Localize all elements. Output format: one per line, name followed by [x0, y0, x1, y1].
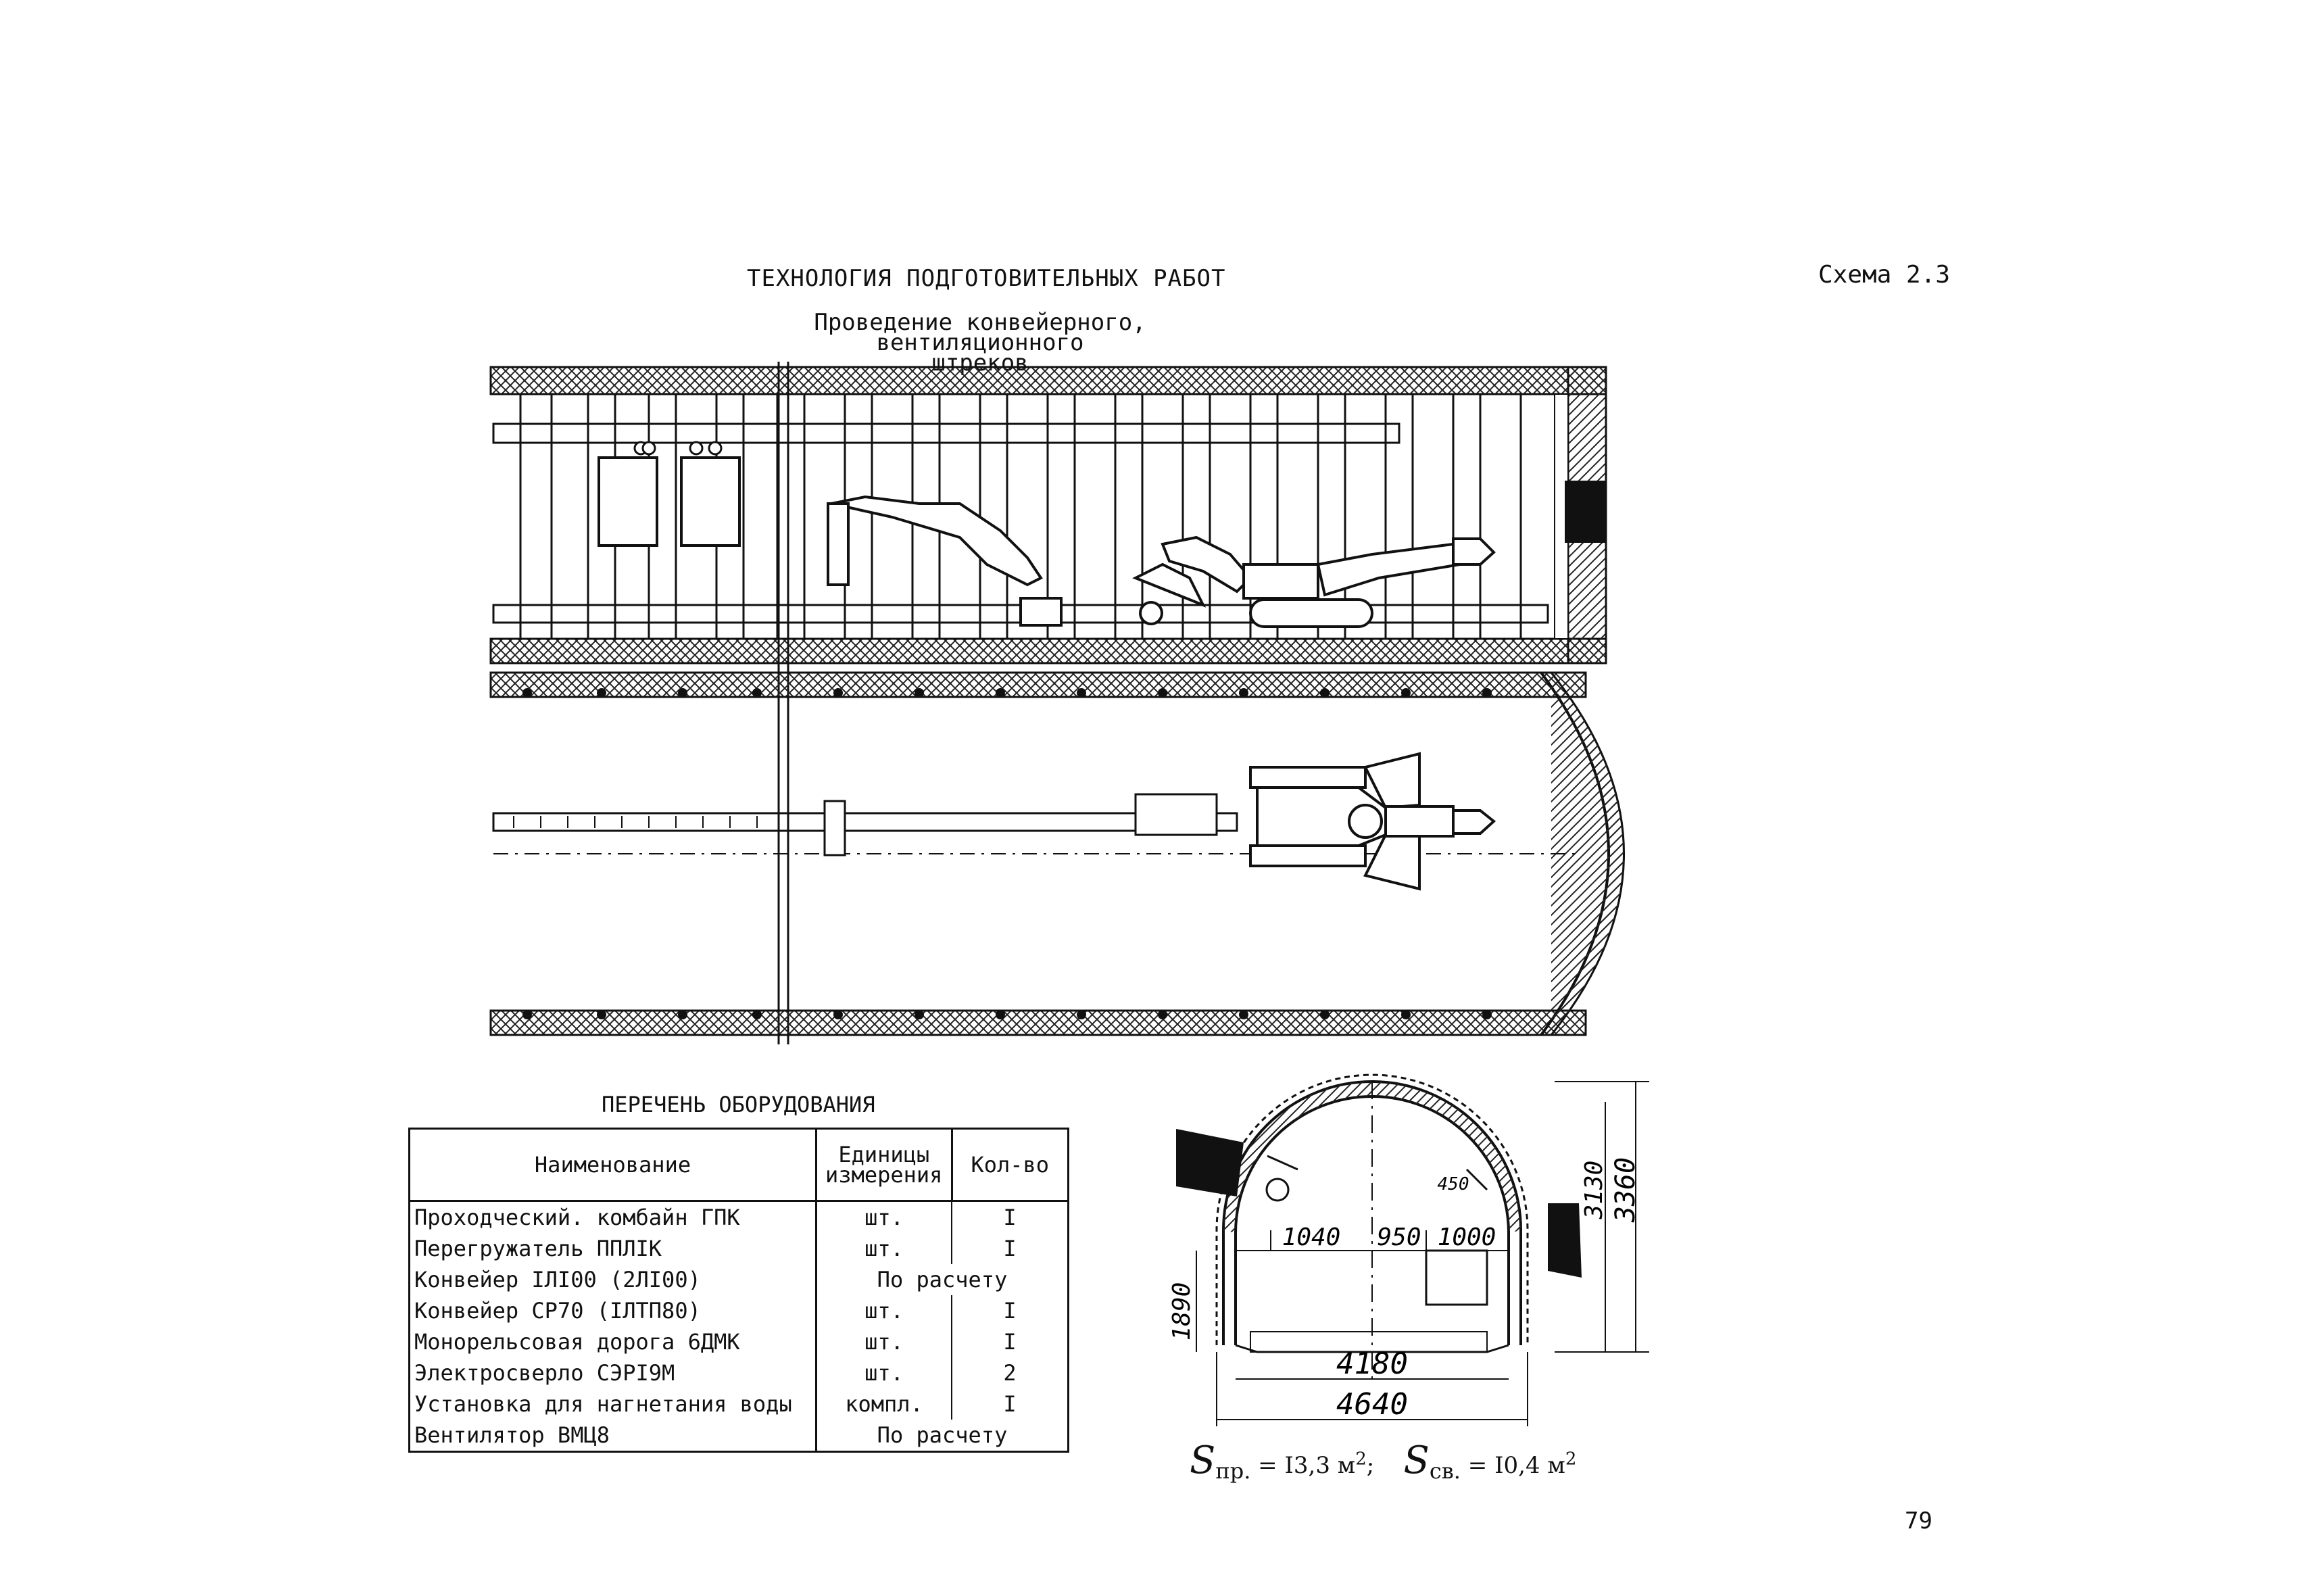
coal-seam-block [1565, 481, 1605, 543]
drift-drawing [489, 362, 1625, 1044]
equipment-name: Конвейер IЛI00 (2ЛI00) [408, 1264, 817, 1295]
conveyor-plan [492, 812, 1238, 832]
right-wall-hatch [489, 1009, 1587, 1036]
conveyor-section [1425, 1249, 1488, 1306]
water-injection-unit [680, 456, 741, 547]
equipment-combined: По расчету [816, 1420, 1069, 1453]
equipment-combined: По расчету [816, 1264, 1069, 1295]
table-row: Монорельсовая дорога 6ДМК шт. I [408, 1326, 1069, 1357]
equipment-name: Конвейер СР70 (IЛТП80) [408, 1295, 817, 1326]
equipment-name: Установка для нагнетания воды [408, 1388, 817, 1420]
equipment-list-title: ПЕРЕЧЕНЬ ОБОРУДОВАНИЯ [602, 1092, 875, 1117]
drawing-title-line1: Проведение конвейерного, вентиляционного [814, 309, 1146, 356]
dim-4640: 4640 [1336, 1387, 1408, 1422]
area-sv-symbol: S [1403, 1438, 1430, 1482]
table-row: Проходческий. комбайн ГПК шт. I [408, 1201, 1069, 1233]
equipment-qty: I [951, 1388, 1069, 1420]
equipment-qty: 2 [951, 1357, 1069, 1388]
left-wall-hatch [489, 671, 1587, 698]
equipment-name: Электросверло СЭРI9М [408, 1357, 817, 1388]
coal-seam-right [1548, 1203, 1582, 1278]
table-row: Электросверло СЭРI9М шт. 2 [408, 1357, 1069, 1388]
vent-duct-section [1265, 1178, 1290, 1202]
table-row: Установка для нагнетания воды компл. I [408, 1388, 1069, 1420]
dim-1000: 1000 [1438, 1224, 1496, 1251]
equipment-unit: шт. [864, 1205, 904, 1230]
area-separator: ; [1366, 1452, 1375, 1479]
cutter-head-upper [1452, 537, 1496, 566]
equipment-unit: шт. [864, 1298, 904, 1324]
equipment-name: Проходческий. комбайн ГПК [408, 1201, 817, 1233]
roof-hatch [489, 366, 1607, 395]
equipment-table-header: Наименование Единицы измерения Кол-во [408, 1128, 1069, 1202]
dim-950: 950 [1377, 1224, 1421, 1251]
equipment-name: Перегружатель ППЛIК [408, 1233, 817, 1264]
monorail [492, 422, 1400, 444]
floor-hatch [489, 637, 1607, 664]
page-number: 79 [1905, 1507, 1932, 1534]
dim-450: 450 [1438, 1174, 1469, 1194]
dim-3360: 3360 [1610, 1157, 1641, 1223]
roadheader-tracks [1249, 598, 1373, 628]
cross-section-drawing: 1890 3130 3360 1040 950 1000 450 4180 46… [1168, 1073, 1649, 1426]
equipment-name: Монорельсовая дорога 6ДМК [408, 1326, 817, 1357]
lower-drift-plan [489, 671, 1625, 1036]
column-name-header: Наименование [408, 1128, 817, 1202]
equipment-unit: компл. [845, 1391, 923, 1417]
area-pr-sub: пр. [1215, 1457, 1251, 1484]
equipment-qty: I [951, 1233, 1069, 1264]
area-formula: Sпр. = I3,3 м2; Sсв. = I0,4 м2 [1190, 1438, 1576, 1484]
drawing-title: Проведение конвейерного, вентиляционного… [716, 309, 1244, 374]
track-right [1249, 844, 1367, 867]
pump-unit [598, 456, 658, 547]
reloader-boom [831, 495, 1043, 587]
unit-header-line2: измерения [825, 1162, 943, 1188]
table-row: Конвейер IЛI00 (2ЛI00) По расчету [408, 1264, 1069, 1295]
dim-3130: 3130 [1580, 1161, 1608, 1220]
dim-4180: 4180 [1336, 1347, 1408, 1381]
area-pr-sup: 2 [1355, 1449, 1367, 1470]
document-header-title: ТЕХНОЛОГИЯ ПОДГОТОВИТЕЛЬНЫХ РАБОТ [747, 265, 1226, 292]
table-row: Перегружатель ППЛIК шт. I [408, 1233, 1069, 1264]
cutter-head-plan [1452, 809, 1496, 835]
dim-1890: 1890 [1168, 1282, 1196, 1341]
equipment-qty: I [951, 1326, 1069, 1357]
table-row: Вентилятор ВМЦ8 По расчету [408, 1420, 1069, 1453]
equipment-unit: шт. [864, 1236, 904, 1261]
area-sv-sup: 2 [1565, 1449, 1577, 1470]
column-unit-header: Единицы измерения [815, 1128, 953, 1202]
equipment-qty: I [951, 1295, 1069, 1326]
dim-1040: 1040 [1282, 1224, 1341, 1251]
upper-drift-view [489, 362, 1607, 1044]
equipment-qty: I [951, 1201, 1069, 1233]
equipment-unit: шт. [864, 1329, 904, 1355]
column-qty-header: Кол-во [950, 1128, 1069, 1202]
area-pr-symbol: S [1190, 1438, 1216, 1482]
equipment-table: Наименование Единицы измерения Кол-во Пр… [408, 1128, 1069, 1453]
area-sv-sub: св. [1429, 1457, 1461, 1484]
roadheader-body [1242, 563, 1319, 600]
equipment-name: Вентилятор ВМЦ8 [408, 1420, 817, 1453]
area-sv-value: = I0,4 м [1467, 1452, 1565, 1479]
roadheader-boom [1316, 542, 1462, 597]
area-pr-value: = I3,3 м [1258, 1452, 1356, 1479]
table-row: Конвейер СР70 (IЛТП80) шт. I [408, 1295, 1069, 1326]
track-left [1249, 766, 1367, 789]
unit-header-line1: Единицы [838, 1142, 930, 1167]
equipment-unit: шт. [864, 1360, 904, 1386]
coal-seam-left [1176, 1129, 1244, 1196]
scheme-label: Схема 2.3 [1818, 261, 1951, 289]
